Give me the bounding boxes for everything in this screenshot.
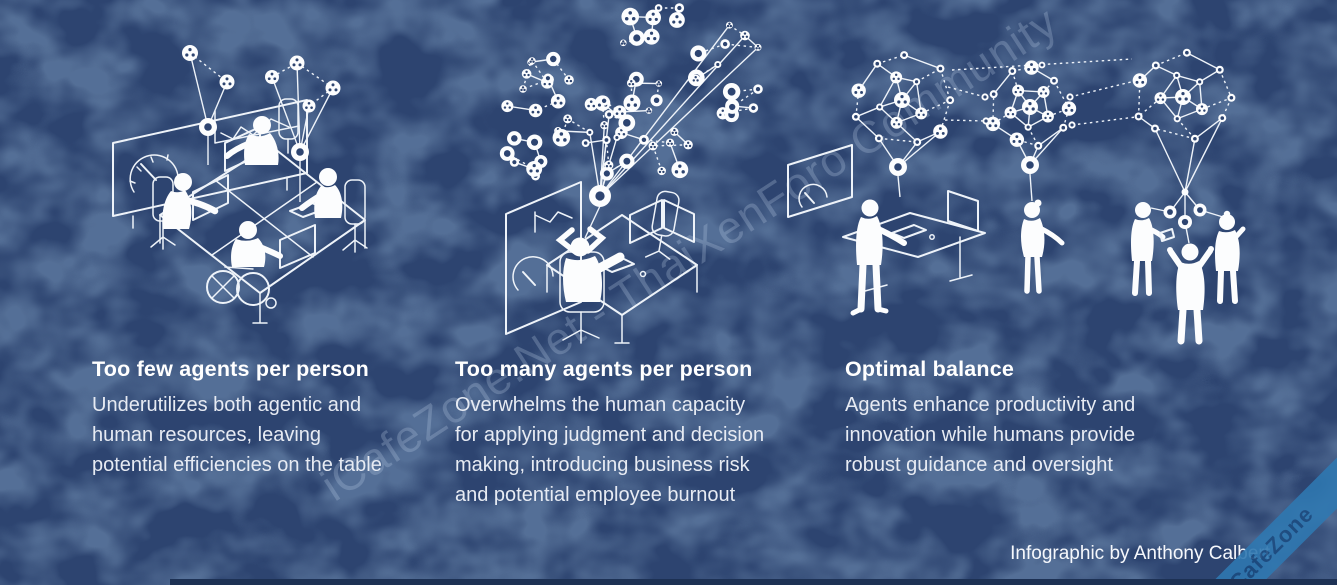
office-chair-icon — [644, 190, 680, 260]
panel-optimal-balance: Optimal balance Agents enhance productiv… — [845, 357, 1135, 480]
dashboard-screen-icon — [787, 144, 853, 218]
bottom-bar — [170, 579, 1337, 585]
panel-heading: Too few agents per person — [92, 357, 369, 381]
optimal-balance-scene — [787, 48, 1246, 345]
panel-body-line: Overwhelms the human capacity — [455, 394, 746, 416]
credit-text: Infographic by Anthony Calbert — [1010, 543, 1270, 564]
panel-body-line: potential efficiencies on the table — [92, 454, 382, 476]
dashboard-screen-icon — [505, 181, 582, 335]
too-many-agents-scene — [499, 3, 763, 344]
agent-network-dense-cloud — [499, 3, 763, 239]
panel-too-many: Too many agents per person Overwhelms th… — [455, 357, 764, 510]
panel-body-line: innovation while humans provide — [845, 424, 1136, 446]
panel-body-line: Agents enhance productivity and — [845, 394, 1136, 416]
office-chair-icon — [342, 179, 368, 253]
panel-body-line: Underutilizes both agentic and — [92, 394, 362, 416]
standing-worker-silhouette — [850, 199, 907, 316]
agent-clusters — [851, 48, 1236, 244]
too-few-agents-scene — [112, 45, 368, 324]
panel-heading: Too many agents per person — [455, 357, 753, 381]
agent-network-icon — [265, 55, 341, 202]
panel-heading: Optimal balance — [845, 357, 1015, 381]
panel-too-few: Too few agents per person Underutilizes … — [92, 357, 382, 480]
office-chair-icon — [278, 98, 299, 154]
seated-worker-silhouette — [224, 116, 279, 165]
overwhelmed-worker-silhouette — [555, 226, 625, 344]
wheelchair-user-silhouette — [206, 221, 283, 309]
wheelchair-icon — [206, 266, 277, 309]
standing-woman-silhouette — [1021, 199, 1065, 294]
seated-worker-silhouette — [162, 173, 219, 229]
panel-body-line: robust guidance and oversight — [845, 454, 1113, 476]
panel-body-line: and potential employee burnout — [455, 484, 736, 506]
collaborating-group-silhouettes — [1131, 202, 1246, 345]
panel-body-line: human resources, leaving — [92, 424, 322, 446]
panel-body-line: for applying judgment and decision — [455, 424, 765, 446]
seated-worker-silhouette — [299, 168, 343, 218]
panel-body-line: making, introducing business risk — [455, 454, 750, 476]
agent-network-icon — [182, 45, 235, 165]
